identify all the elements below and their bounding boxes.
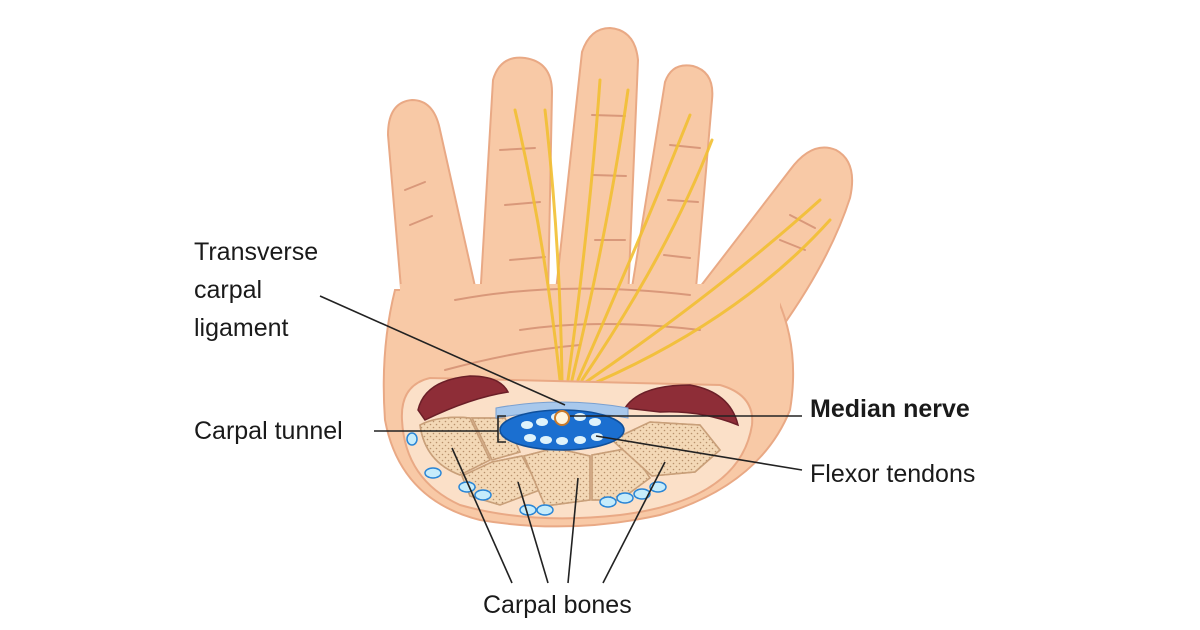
muscle-right [623, 384, 740, 427]
leader-flexor-tendons [595, 435, 803, 471]
label-flexor-tendons: Flexor tendons [810, 460, 976, 488]
leader-carpal-bones-3 [567, 477, 579, 584]
tendon-lines [513, 78, 832, 387]
label-transverse-carpal-ligament-line-2: carpal [194, 276, 263, 304]
label-median-nerve: Median nerve [810, 395, 970, 423]
leader-carpal-bones-2 [517, 481, 549, 584]
label-carpal-tunnel: Carpal tunnel [194, 417, 343, 445]
pinky-finger [386, 98, 480, 301]
middle-finger [553, 26, 640, 301]
leader-transverse-carpal-ligament [319, 295, 566, 406]
leader-carpal-bones-4 [602, 461, 666, 584]
leader-lines [319, 295, 803, 584]
muscle-left [417, 375, 510, 421]
median-nerve-shape [554, 410, 570, 426]
leader-carpal-bones-1 [451, 447, 513, 584]
fingers [386, 26, 854, 332]
flexor-tendon-ovals [521, 413, 603, 445]
bracket-carpal-tunnel [497, 415, 506, 443]
label-carpal-bones: Carpal bones [483, 591, 632, 619]
label-transverse-carpal-ligament-line-3: ligament [194, 314, 289, 342]
index-finger [628, 64, 714, 301]
label-transverse-carpal-ligament-line-1: Transverse [194, 238, 319, 266]
ring-finger [478, 56, 554, 301]
